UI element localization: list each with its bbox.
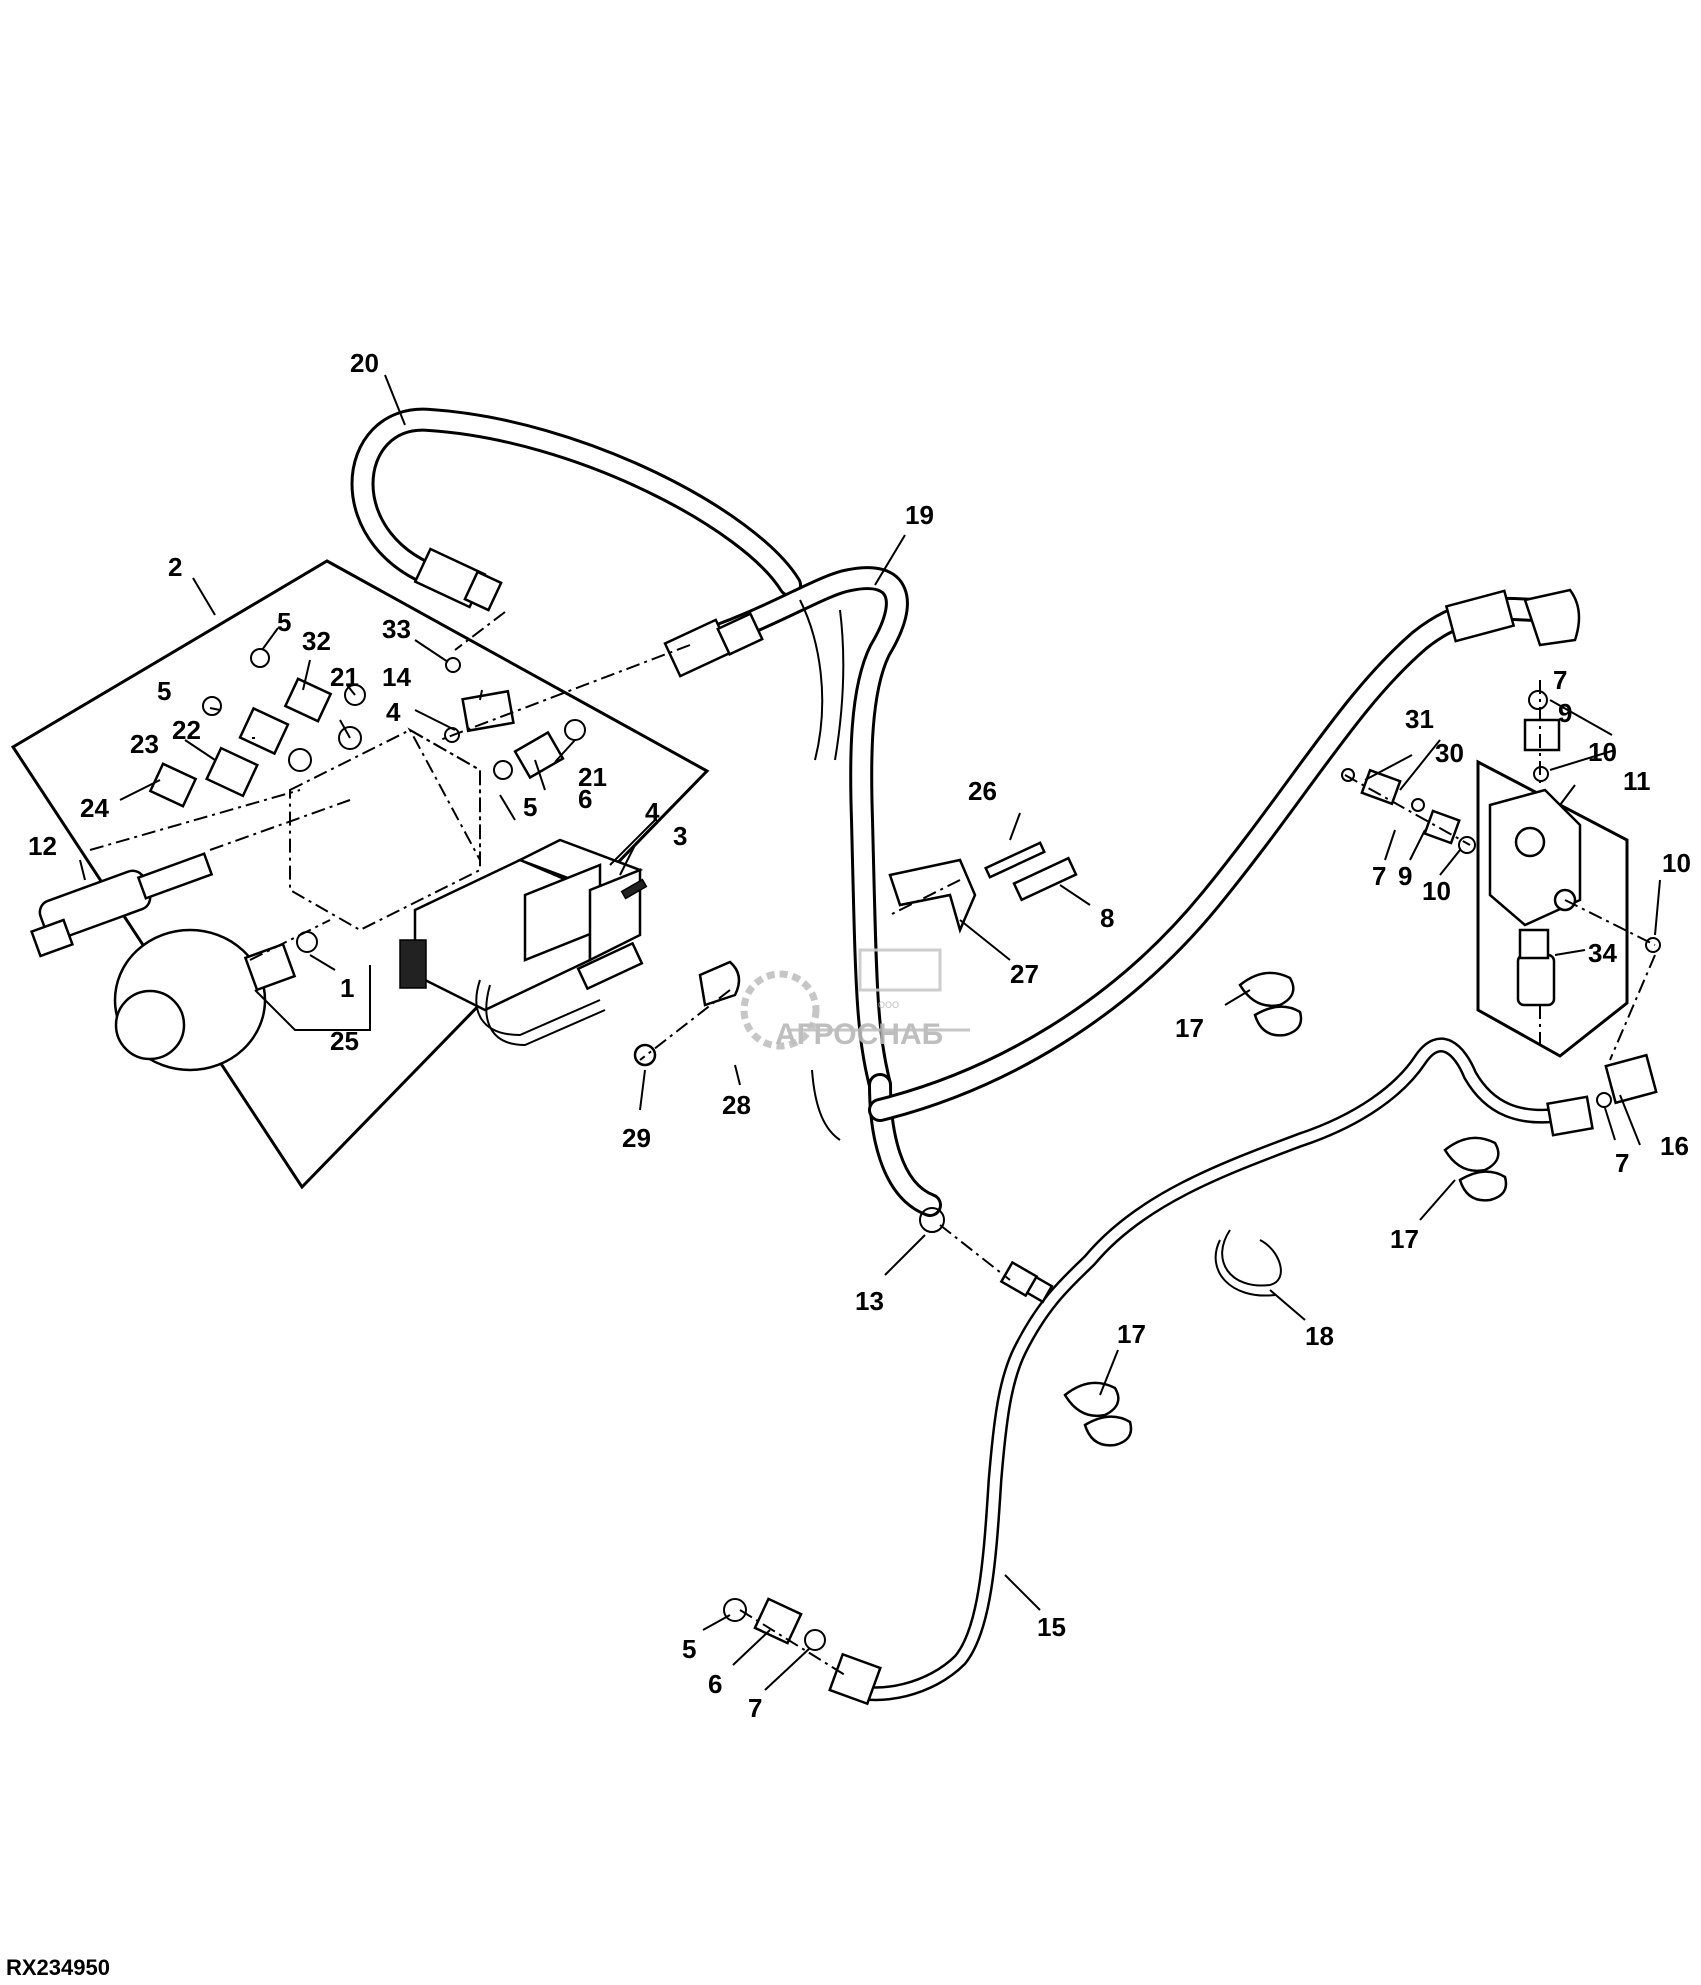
- bracket-parts: [633, 841, 1078, 1067]
- callout: 21: [330, 662, 359, 692]
- watermark: ООО АГРОСНАБ: [740, 948, 970, 1051]
- callout: 8: [1100, 903, 1114, 933]
- accumulator-25: [113, 928, 297, 1072]
- callout: 28: [722, 1090, 751, 1120]
- lower-fittings: [723, 1597, 826, 1651]
- callout: 32: [302, 626, 331, 656]
- callout: 9: [1558, 698, 1572, 728]
- hose-19-fitting: [663, 612, 764, 678]
- watermark-name-text: АГРОСНАБ: [775, 1018, 943, 1051]
- callout: 30: [1435, 738, 1464, 768]
- leader-lines: [79, 374, 1661, 1691]
- callout: 6: [578, 784, 592, 814]
- callout: 12: [28, 831, 57, 861]
- callout: 5: [277, 607, 291, 637]
- hose-20: [350, 407, 802, 612]
- callout: 31: [1405, 704, 1434, 734]
- callout: 10: [1662, 848, 1691, 878]
- valve-block: [289, 727, 481, 932]
- callout: 24: [80, 793, 109, 823]
- callout: 11: [1623, 766, 1651, 796]
- callout: 13: [855, 1286, 884, 1316]
- callout: 27: [1010, 959, 1039, 989]
- callout: 17: [1117, 1319, 1146, 1349]
- callout: 20: [350, 348, 379, 378]
- solenoid-valve: [399, 838, 644, 1047]
- callout: 7: [1615, 1148, 1629, 1178]
- hose-20-fitting: [413, 547, 503, 612]
- callout: 7: [748, 1693, 762, 1723]
- callout: 23: [130, 729, 159, 759]
- callout: 6: [708, 1669, 722, 1699]
- centerlines: [89, 611, 1656, 1676]
- callout: 1: [340, 973, 354, 1003]
- callout: 7: [1553, 665, 1567, 695]
- callout: 29: [622, 1123, 651, 1153]
- valve-11-box: [1476, 759, 1629, 1058]
- callout: 10: [1422, 876, 1451, 906]
- callout: 5: [682, 1634, 696, 1664]
- callout: 10: [1588, 737, 1617, 767]
- pipe-15: [828, 1037, 1594, 1706]
- callout: 7: [1372, 861, 1386, 891]
- callout: 18: [1305, 1321, 1334, 1351]
- valve-assembly-box: [10, 559, 710, 1190]
- callout: 17: [1175, 1013, 1204, 1043]
- callout: 4: [645, 797, 660, 827]
- callout: 4: [386, 697, 401, 727]
- figure-reference: RX234950: [6, 1955, 110, 1980]
- callout: 16: [1660, 1131, 1689, 1161]
- box-fittings: [148, 648, 648, 953]
- callout: 21: [578, 762, 607, 792]
- callout: 19: [905, 500, 934, 530]
- callout: 15: [1037, 1612, 1066, 1642]
- callout: 17: [1390, 1224, 1419, 1254]
- callout: 5: [523, 792, 537, 822]
- callout: 25: [330, 1026, 359, 1056]
- clamps: [919, 971, 1508, 1447]
- callout: 3: [673, 821, 687, 851]
- sensor-12: [29, 852, 214, 958]
- callouts: 20 19 2 5 32 33 5 21 14 22 4 23 24 21 5 …: [28, 348, 1691, 1723]
- callout: 14: [382, 662, 411, 692]
- callout: 34: [1588, 938, 1617, 968]
- callout: 22: [172, 715, 201, 745]
- callout: 2: [168, 552, 182, 582]
- callout: 9: [1398, 861, 1412, 891]
- callout: 33: [382, 614, 411, 644]
- pipe-right-upper: [868, 588, 1581, 1122]
- watermark-top-text: ООО: [878, 1000, 899, 1010]
- callout: 26: [968, 776, 997, 806]
- callout: 5: [157, 676, 171, 706]
